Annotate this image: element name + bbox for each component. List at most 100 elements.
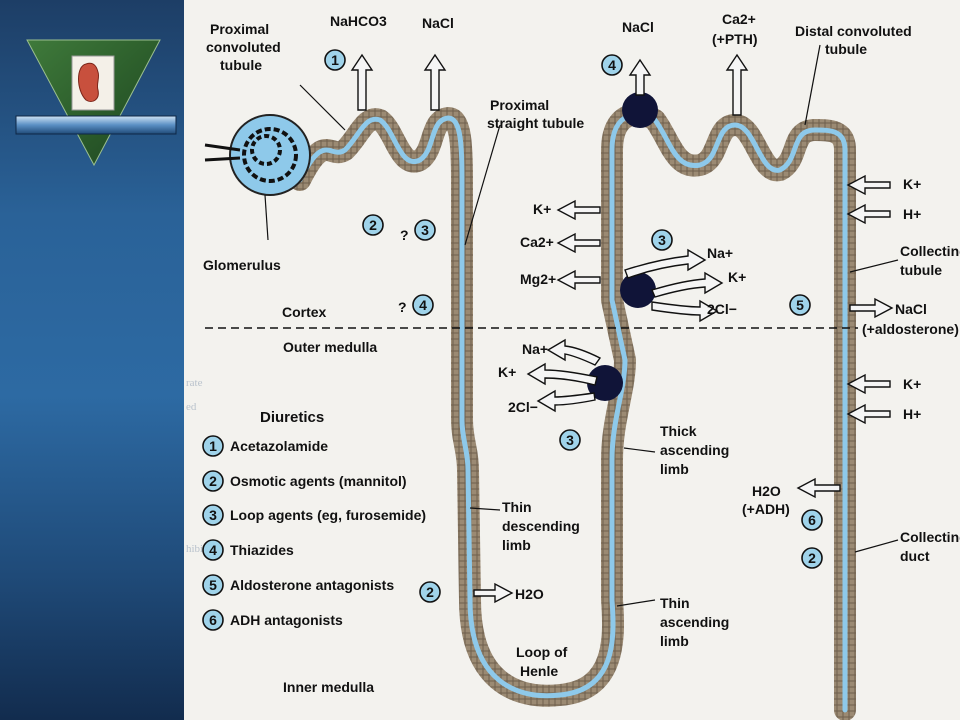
ion-nahco3: NaHCO3 — [330, 13, 387, 29]
arrow-na-lower — [546, 338, 602, 366]
diuretics-legend: Diuretics 1 2 3 4 5 6 Acetazolamide Osmo… — [202, 409, 426, 631]
arrow-k-ct — [846, 174, 891, 196]
thick-ascending-1: Thick — [660, 423, 697, 439]
svg-text:4: 4 — [209, 542, 217, 558]
marker-pst-4: 4 — [412, 294, 434, 316]
arrow-ca — [725, 53, 749, 116]
ion-na-nkcc-lower: Na+ — [522, 341, 548, 357]
arrow-h-ct — [846, 203, 891, 225]
arrow-ca-out — [556, 232, 601, 254]
thin-descending-2: descending — [502, 518, 580, 534]
ion-nacl-dct: NaCl — [622, 19, 654, 35]
svg-text:3: 3 — [566, 432, 574, 448]
arrow-cl-lower — [536, 389, 596, 413]
transporter-group — [587, 92, 658, 401]
collecting-tubule-1: Collecting — [900, 243, 960, 259]
nacl-transporter-dct — [622, 92, 658, 128]
pst-label-1: Proximal — [490, 97, 549, 113]
legend-item-5: 5 — [202, 574, 224, 596]
arrow-nacl-pct — [423, 53, 447, 111]
arrow-h2o-thin — [473, 582, 514, 604]
thin-ascending-3: limb — [660, 633, 689, 649]
pct-label-3: tubule — [220, 57, 262, 73]
ion-k-nkcc-upper: K+ — [728, 269, 746, 285]
legend-item-2: 2 — [202, 470, 224, 492]
tubule-lumen — [297, 112, 848, 713]
svg-text:6: 6 — [808, 512, 816, 528]
pst-label-2: straight tubule — [487, 115, 584, 131]
inner-medulla-label: Inner medulla — [283, 679, 374, 695]
ion-k-cd: K+ — [903, 376, 921, 392]
svg-text:ADH antagonists: ADH antagonists — [230, 612, 343, 628]
collecting-tubule-2: tubule — [900, 262, 942, 278]
svg-text:2: 2 — [808, 550, 816, 566]
svg-text:5: 5 — [796, 297, 804, 313]
ion-na-nkcc-upper: Na+ — [707, 245, 733, 261]
svg-text:3: 3 — [421, 222, 429, 238]
svg-text:1: 1 — [331, 52, 339, 68]
legend-markers: 1 2 3 4 5 6 — [202, 435, 224, 631]
thick-ascending-2: ascending — [660, 442, 729, 458]
ion-k-ct: K+ — [903, 176, 921, 192]
arrow-nahco3 — [350, 53, 374, 111]
arrow-k-out — [556, 199, 601, 221]
ion-k-upper: K+ — [533, 201, 551, 217]
ion-h2o-thin: H2O — [515, 586, 544, 602]
legend-item-1: 1 — [202, 435, 224, 457]
arrow-h2o-adh — [796, 477, 841, 499]
slide-sidebar — [0, 0, 184, 720]
ion-k-nkcc-lower: K+ — [498, 364, 516, 380]
svg-text:1: 1 — [209, 438, 217, 454]
svg-text:Aldosterone antagonists: Aldosterone antagonists — [230, 577, 394, 593]
marker-thin-2: 2 — [419, 581, 441, 603]
svg-text:Thiazides: Thiazides — [230, 542, 294, 558]
arrow-nacl-dct — [628, 58, 652, 96]
ion-h2o-adh: H2O — [752, 483, 781, 499]
dct-label-1: Distal convoluted — [795, 23, 912, 39]
ion-nacl-pct: NaCl — [422, 15, 454, 31]
svg-text:4: 4 — [419, 297, 427, 313]
arrow-na-in — [624, 248, 707, 279]
loop-of-henle-2: Henle — [520, 663, 558, 679]
ion-aldo-note: (+aldosterone) — [862, 321, 959, 337]
question-marks: ? ? — [398, 227, 409, 315]
svg-text:5: 5 — [209, 577, 217, 593]
svg-text:?: ? — [398, 299, 407, 315]
arrow-k-lower — [526, 362, 598, 386]
legend-title: Diuretics — [260, 409, 324, 426]
thin-ascending-2: ascending — [660, 614, 729, 630]
glomerulus — [204, 114, 311, 196]
svg-text:4: 4 — [608, 57, 616, 73]
ion-adh-note: (+ADH) — [742, 501, 790, 517]
thin-ascending-1: Thin — [660, 595, 690, 611]
svg-text:ed: ed — [186, 401, 197, 413]
svg-text:2: 2 — [369, 217, 377, 233]
ion-h-ct: H+ — [903, 206, 921, 222]
svg-text:3: 3 — [209, 507, 217, 523]
arrow-k-in — [651, 271, 724, 298]
arrow-k-cd — [846, 373, 891, 395]
thin-descending-3: limb — [502, 537, 531, 553]
glomerulus-label: Glomerulus — [203, 257, 281, 273]
legend-item-3: 3 — [202, 504, 224, 526]
marker-tal-3-upper: 3 — [651, 229, 673, 251]
flux-arrows — [350, 53, 894, 604]
marker-ct-5: 5 — [789, 294, 811, 316]
structure-labels: Proximal convoluted tubule Proximal stra… — [203, 21, 960, 695]
marker-pct-2: 2 — [362, 214, 384, 236]
kidney-icon — [78, 62, 100, 103]
ion-mg-upper: Mg2+ — [520, 271, 556, 287]
marker-cd-6: 6 — [801, 509, 823, 531]
svg-text:?: ? — [400, 227, 409, 243]
nkcc-transporter-lower — [587, 365, 623, 401]
ion-h-cd: H+ — [903, 406, 921, 422]
marker-tal-3-lower: 3 — [559, 429, 581, 451]
marker-dct-4: 4 — [601, 54, 623, 76]
ion-labels: NaHCO3 NaCl NaCl Ca2+ (+PTH) K+ Ca2+ Mg2… — [330, 11, 959, 602]
ion-ca-upper: Ca2+ — [520, 234, 554, 250]
svg-text:6: 6 — [209, 612, 217, 628]
collecting-duct-1: Collecting — [900, 529, 960, 545]
dct-label-2: tubule — [825, 41, 867, 57]
